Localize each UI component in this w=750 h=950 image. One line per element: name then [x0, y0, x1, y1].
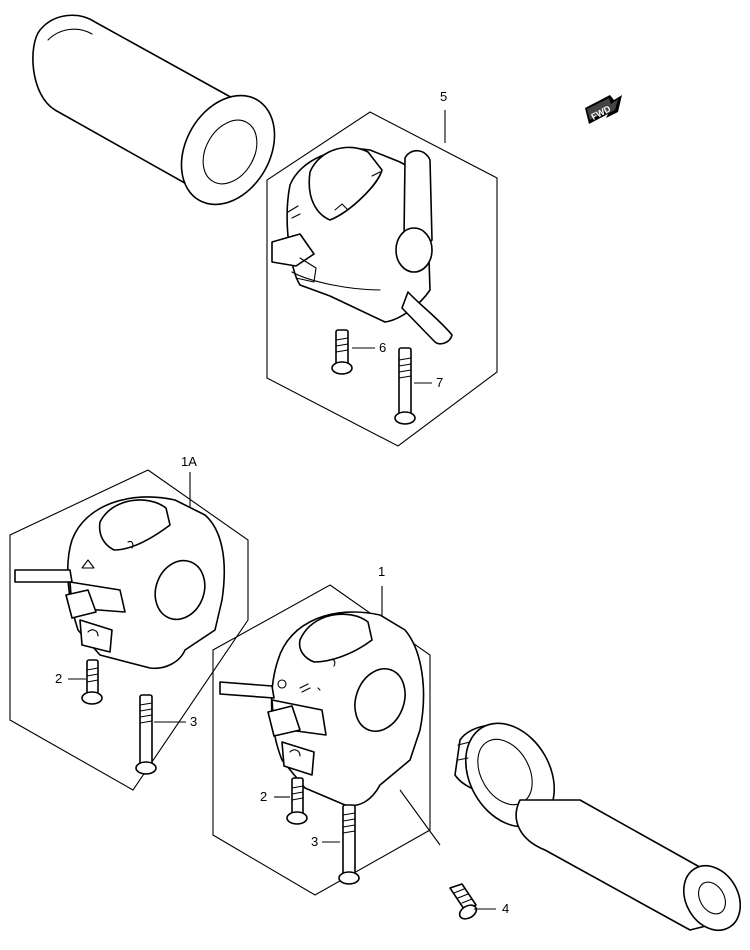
- right-handlebar-switch-1: [219, 611, 441, 846]
- screw-2-left: [68, 659, 103, 705]
- right-handlebar-switch-1a: [14, 496, 225, 670]
- callout-5: 5: [440, 89, 448, 104]
- switch-assembly-5-frame: [266, 110, 498, 447]
- screw-4: [449, 883, 496, 920]
- callout-3-right: 3: [311, 834, 319, 849]
- callout-2-left: 2: [55, 671, 63, 686]
- left-handlebar-grip: [32, 14, 276, 206]
- callout-1a: 1A: [181, 454, 197, 469]
- right-handlebar-throttle-grip: [454, 722, 742, 931]
- callout-2-right: 2: [260, 789, 268, 804]
- callout-1: 1: [378, 564, 386, 579]
- screw-3-left: [135, 694, 186, 775]
- forward-direction-badge: FWD: [585, 95, 622, 124]
- callout-6: 6: [379, 340, 387, 355]
- screw-2-right: [274, 777, 308, 825]
- callout-3-left: 3: [190, 714, 198, 729]
- switch-assembly-1a-frame: [9, 469, 249, 791]
- bolt-7: [394, 347, 432, 425]
- screw-3-right: [322, 804, 360, 885]
- bolt-6: [331, 329, 375, 375]
- callout-7: 7: [436, 375, 444, 390]
- left-handlebar-switch: [271, 146, 453, 345]
- callout-4: 4: [502, 901, 510, 916]
